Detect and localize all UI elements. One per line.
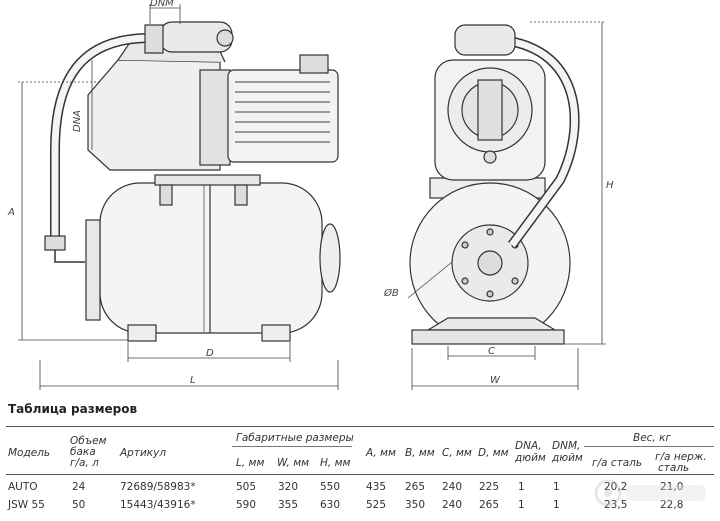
cell-a: 525 [366, 499, 387, 511]
table-top-rule [6, 426, 714, 427]
header-tank-volume-2: бака [70, 446, 96, 458]
cell-w: 355 [278, 499, 299, 511]
header-b: B, мм [405, 447, 435, 459]
cell-volume: 50 [72, 499, 86, 511]
cell-dna: 1 [518, 499, 525, 511]
cell-w: 320 [278, 481, 299, 493]
dim-label-c: C [488, 346, 495, 357]
header-h: H, мм [320, 457, 351, 469]
cell-c: 240 [442, 499, 463, 511]
cell-h: 550 [320, 481, 341, 493]
cell-stainless: 21,0 [660, 482, 683, 493]
model-name-line-1: AUTO [8, 481, 38, 493]
header-dnm-1: DNM, [552, 440, 581, 452]
front-view [409, 24, 580, 345]
tank-foot-left [127, 324, 157, 342]
dim-label-w: W [490, 375, 501, 386]
cell-h: 630 [320, 499, 341, 511]
dim-label-b: ØB [383, 287, 399, 299]
cell-steel: 20,2 [604, 481, 628, 493]
header-weight: Вес, кг [633, 432, 671, 444]
cell-b: 350 [405, 499, 426, 511]
side-view [44, 21, 341, 342]
header-stainless-1: г/а нерж. [655, 451, 707, 463]
cell-dnm: 1 [553, 499, 560, 511]
pump-technical-drawing: DNM DNA A D L H ØB C W [7, 0, 614, 390]
header-dna-1: DNA, [515, 440, 542, 452]
header-overall: Габаритные размеры [236, 432, 354, 444]
table-title: Таблица размеров [8, 402, 138, 416]
motor-side [227, 69, 339, 163]
cell-a: 435 [366, 481, 387, 493]
header-l: L, мм [236, 457, 265, 469]
header-dnm-2: дюйм [552, 452, 583, 464]
header-tank-volume-3: г/а, л [70, 457, 99, 469]
header-a: A, мм [366, 447, 396, 459]
dim-label-dna: DNA [72, 110, 83, 132]
header-dna-2: дюйм [515, 452, 546, 464]
header-tank-volume-1: Объем [70, 435, 107, 447]
cell-stainless: 22,8 [660, 499, 684, 511]
cell-c: 240 [442, 481, 463, 493]
header-d: D, мм [478, 447, 509, 459]
cell-d: 265 [479, 499, 500, 511]
header-model: Модель [8, 447, 51, 459]
cell-d: 225 [479, 481, 500, 493]
watermark-logo [594, 479, 706, 507]
overall-underline [232, 446, 352, 447]
model-name-line-2: JSW 55 [8, 499, 45, 511]
dim-label-dnm: DNM [150, 0, 174, 9]
cell-article: 72689/58983* [120, 481, 196, 493]
header-w: W, мм [277, 457, 310, 469]
tank-foot-right [261, 324, 291, 342]
dim-label-d: D [206, 348, 214, 359]
tank-side [99, 182, 323, 334]
cell-l: 590 [236, 499, 257, 511]
header-article: Артикул [120, 447, 167, 459]
header-stainless-2: сталь [658, 462, 690, 474]
cell-dnm: 1 [553, 481, 560, 493]
cell-l: 505 [236, 481, 257, 493]
dim-label-a: A [7, 207, 15, 218]
cell-article: 15443/43916* [120, 499, 196, 511]
weight-underline [584, 446, 714, 447]
header-steel: г/а сталь [592, 457, 643, 469]
table-header-rule [6, 474, 714, 475]
header-c: C, мм [442, 447, 472, 459]
cell-b: 265 [405, 481, 426, 493]
cell-volume: 24 [72, 481, 86, 493]
cell-steel: 23,5 [604, 499, 628, 511]
cell-dna: 1 [518, 481, 525, 493]
dim-label-l: L [190, 375, 196, 386]
dim-label-h: H [606, 180, 614, 191]
